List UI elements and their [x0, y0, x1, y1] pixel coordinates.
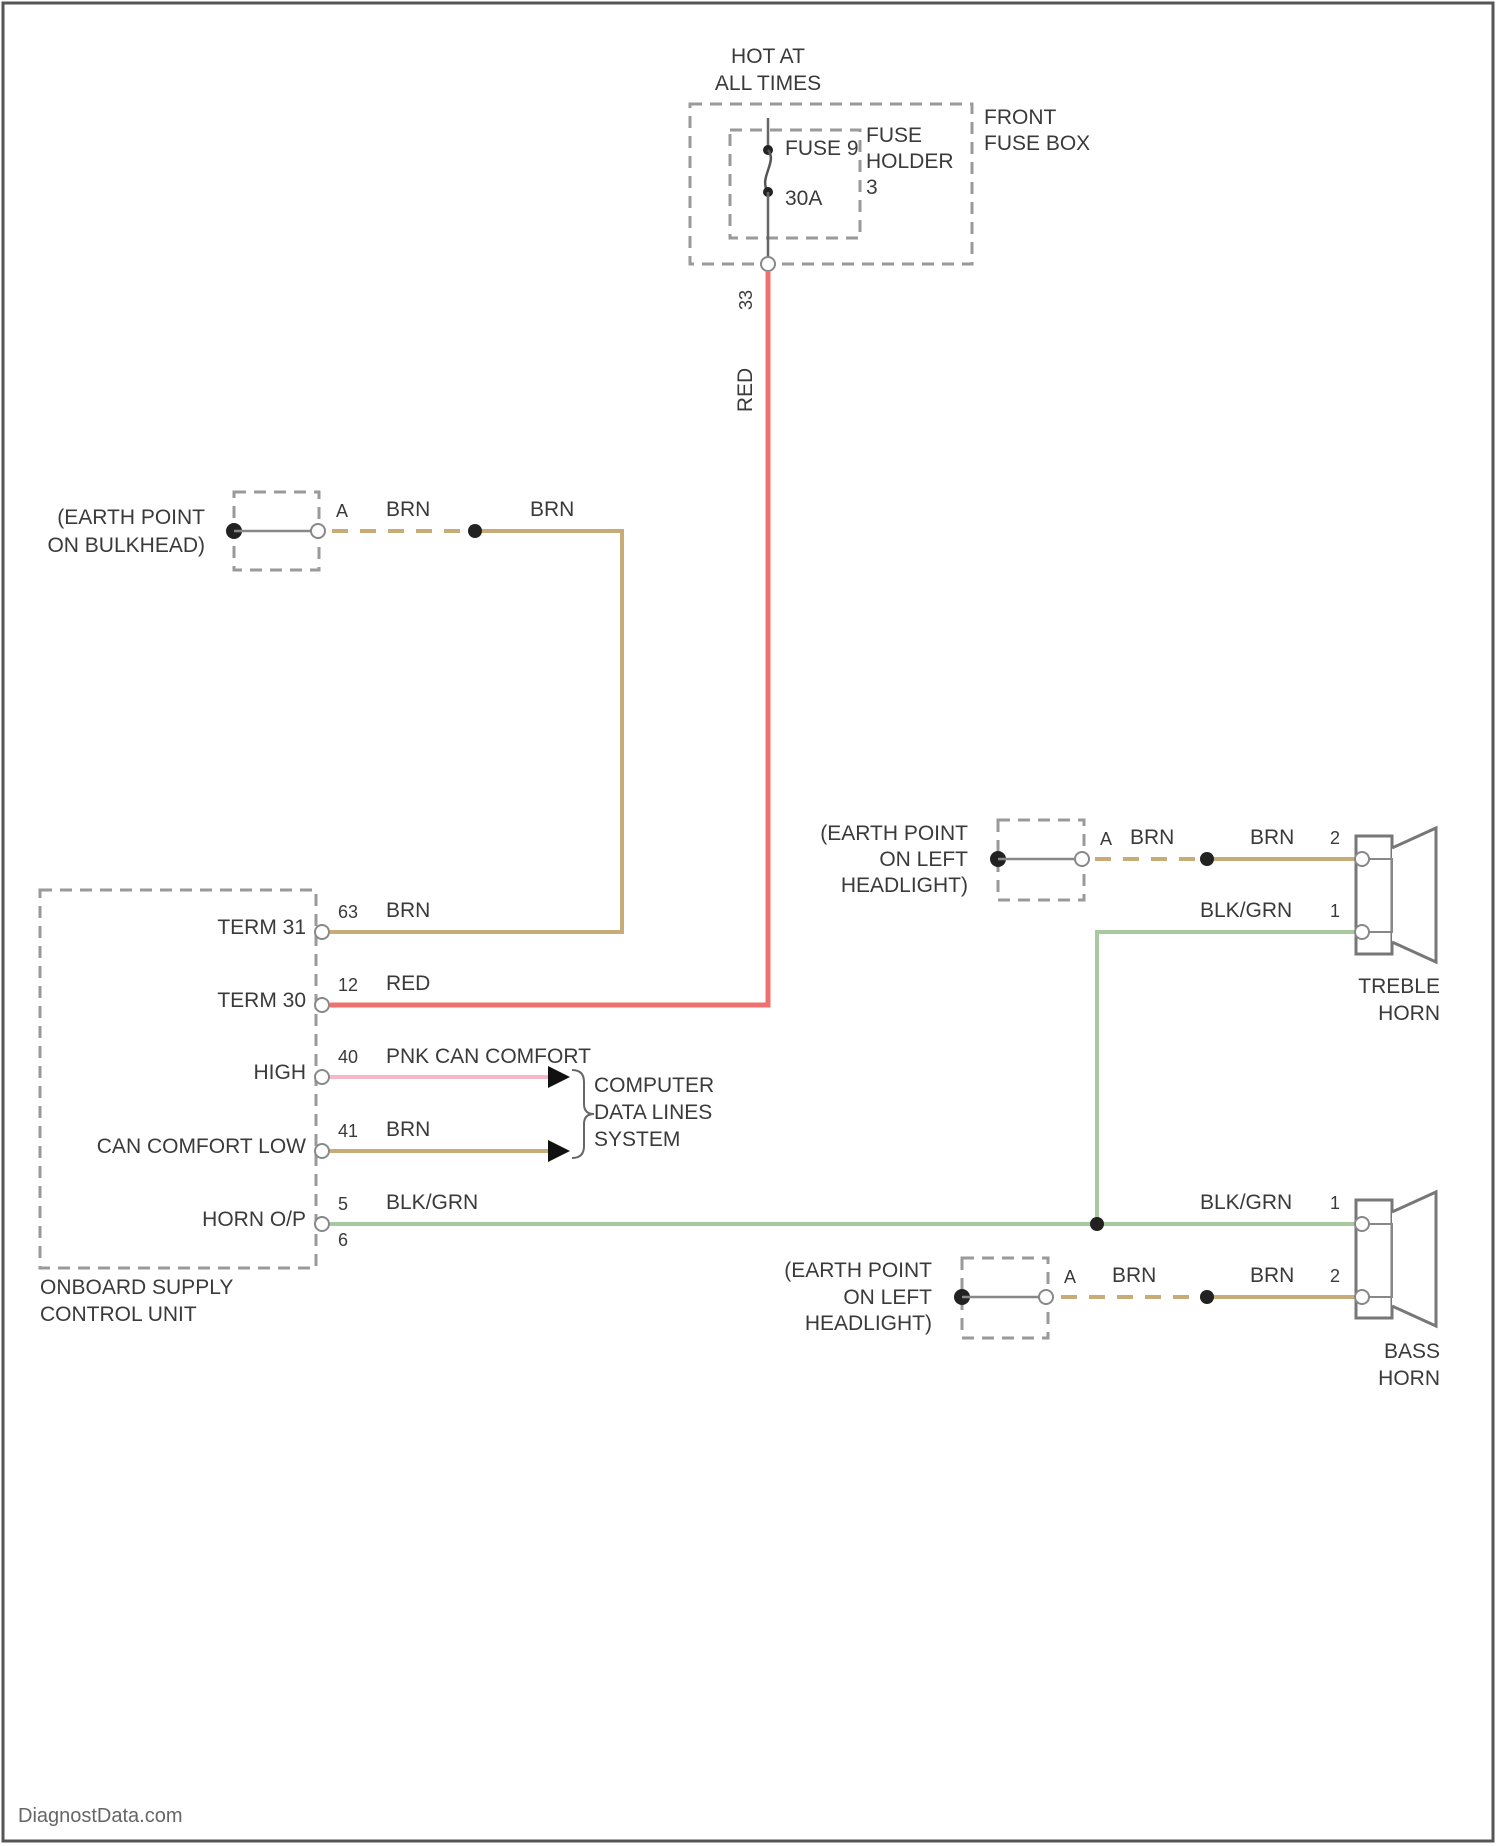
control-unit-name-1: ONBOARD SUPPLY	[40, 1276, 233, 1299]
can-high-arrow	[548, 1066, 570, 1088]
treble-horn-name-2: HORN	[1378, 1002, 1440, 1025]
bass-horn-name-1: BASS	[1384, 1340, 1440, 1363]
horn-splice-dot	[1090, 1217, 1104, 1231]
can-low-label: CAN COMFORT LOW	[97, 1135, 306, 1158]
horn-output-label: HORN O/P	[202, 1208, 306, 1231]
data-lines-label-1: COMPUTER	[594, 1074, 714, 1097]
can-high-terminal	[315, 1070, 329, 1084]
horn-output-pin-2: 6	[338, 1230, 348, 1250]
term30-wire-label: RED	[386, 972, 430, 995]
term31-label: TERM 31	[217, 916, 306, 939]
bass-pin-bottom: 2	[1330, 1266, 1340, 1286]
term31-terminal	[315, 925, 329, 939]
term30-pin: 12	[338, 975, 358, 995]
red-wire-vertical-label: RED	[734, 368, 757, 412]
front-fuse-box-label-2: FUSE BOX	[984, 132, 1090, 155]
horn-output-pin: 5	[338, 1194, 348, 1214]
fuse-holder-label-1: FUSE	[866, 124, 922, 147]
fuse-holder-label-2: HOLDER	[866, 150, 954, 173]
control-unit-name-2: CONTROL UNIT	[40, 1303, 197, 1326]
front-fuse-box-label-1: FRONT	[984, 106, 1056, 129]
bass-earth-pin: A	[1064, 1267, 1076, 1287]
bass-earth-label-1: (EARTH POINT	[784, 1259, 932, 1282]
bass-horn-name-2: HORN	[1378, 1367, 1440, 1390]
treble-wire-bottom-label: BLK/GRN	[1200, 899, 1292, 922]
red-supply-wire	[330, 271, 768, 1005]
treble-earth-pin: A	[1100, 829, 1112, 849]
can-low-pin: 41	[338, 1121, 358, 1141]
treble-earth-label-2: ON LEFT	[879, 848, 968, 871]
onboard-supply-control-unit: ONBOARD SUPPLY CONTROL UNIT TERM 31 63 B…	[40, 890, 591, 1326]
front-fuse-box: HOT AT ALL TIMES FUSE 9 30A FUSE HOLDER …	[690, 45, 1090, 412]
computer-data-lines-system: COMPUTER DATA LINES SYSTEM	[594, 1074, 714, 1151]
treble-pin-top: 2	[1330, 828, 1340, 848]
wires	[330, 271, 1360, 1304]
treble-horn-terminal-top	[1355, 852, 1369, 866]
bass-horn-terminal-top	[1355, 1217, 1369, 1231]
bass-splice-dot	[1200, 1290, 1214, 1304]
data-lines-label-3: SYSTEM	[594, 1128, 680, 1151]
bass-earth-label-2: ON LEFT	[843, 1286, 932, 1309]
fuse-box-terminal	[761, 257, 775, 271]
bulkhead-splice-dot	[468, 524, 482, 538]
can-low-wire-label: BRN	[386, 1118, 430, 1141]
data-lines-brace	[572, 1070, 594, 1158]
term31-wire-label: BRN	[386, 899, 430, 922]
treble-horn-terminal-bottom	[1355, 925, 1369, 939]
bass-earth-label-3: HEADLIGHT)	[805, 1312, 932, 1335]
treble-horn-group: (EARTH POINT ON LEFT HEADLIGHT) A BRN BR…	[820, 820, 1440, 1025]
earth-bulkhead-wire-label-2: BRN	[530, 498, 574, 521]
bass-horn-terminal-bottom	[1355, 1290, 1369, 1304]
treble-horn-name-1: TREBLE	[1358, 975, 1440, 998]
treble-wire-label-1: BRN	[1130, 826, 1174, 849]
all-times-label: ALL TIMES	[715, 72, 821, 95]
bass-wire-top-label: BLK/GRN	[1200, 1191, 1292, 1214]
earth-bulkhead-wire-label-1: BRN	[386, 498, 430, 521]
bulkhead-earth-wire	[330, 531, 622, 932]
can-high-wire-label: PNK CAN COMFORT	[386, 1045, 591, 1068]
term31-pin: 63	[338, 902, 358, 922]
bass-pin-top: 1	[1330, 1193, 1340, 1213]
treble-wire-label-2: BRN	[1250, 826, 1294, 849]
treble-horn-feed-wire	[1097, 932, 1360, 1224]
horn-output-terminal	[315, 1217, 329, 1231]
can-low-terminal	[315, 1144, 329, 1158]
treble-splice-dot	[1200, 852, 1214, 866]
fuse-symbol	[765, 150, 771, 192]
data-lines-label-2: DATA LINES	[594, 1101, 712, 1124]
can-high-pin: 40	[338, 1047, 358, 1067]
watermark: DiagnostData.com	[18, 1805, 183, 1827]
fuse-rating-label: 30A	[785, 187, 822, 210]
treble-pin-bottom: 1	[1330, 901, 1340, 921]
earth-bulkhead-terminal	[311, 524, 325, 538]
bass-earth-terminal	[1039, 1290, 1053, 1304]
treble-earth-terminal	[1075, 852, 1089, 866]
earth-bulkhead-pin: A	[336, 501, 348, 521]
bass-wire-label-1: BRN	[1112, 1264, 1156, 1287]
earth-bulkhead-label-2: ON BULKHEAD)	[47, 534, 205, 557]
fuse-box-outline	[690, 104, 972, 264]
hot-at-label: HOT AT	[731, 45, 805, 68]
bass-horn-group: (EARTH POINT ON LEFT HEADLIGHT) A BRN BR…	[784, 1191, 1440, 1390]
term30-label: TERM 30	[217, 989, 306, 1012]
treble-horn-flare	[1392, 828, 1436, 962]
fuse-name-label: FUSE 9	[785, 137, 859, 160]
fuse-holder-label-3: 3	[866, 176, 878, 199]
can-low-arrow	[548, 1140, 570, 1162]
treble-earth-label-1: (EARTH POINT	[820, 822, 968, 845]
bass-horn-flare	[1392, 1192, 1436, 1326]
bass-wire-label-2: BRN	[1250, 1264, 1294, 1287]
horn-output-wire-label: BLK/GRN	[386, 1191, 478, 1214]
fuse-box-pin: 33	[736, 290, 756, 310]
treble-earth-label-3: HEADLIGHT)	[841, 874, 968, 897]
can-high-label: HIGH	[254, 1061, 307, 1084]
term30-terminal	[315, 998, 329, 1012]
earth-bulkhead-label-1: (EARTH POINT	[57, 506, 205, 529]
